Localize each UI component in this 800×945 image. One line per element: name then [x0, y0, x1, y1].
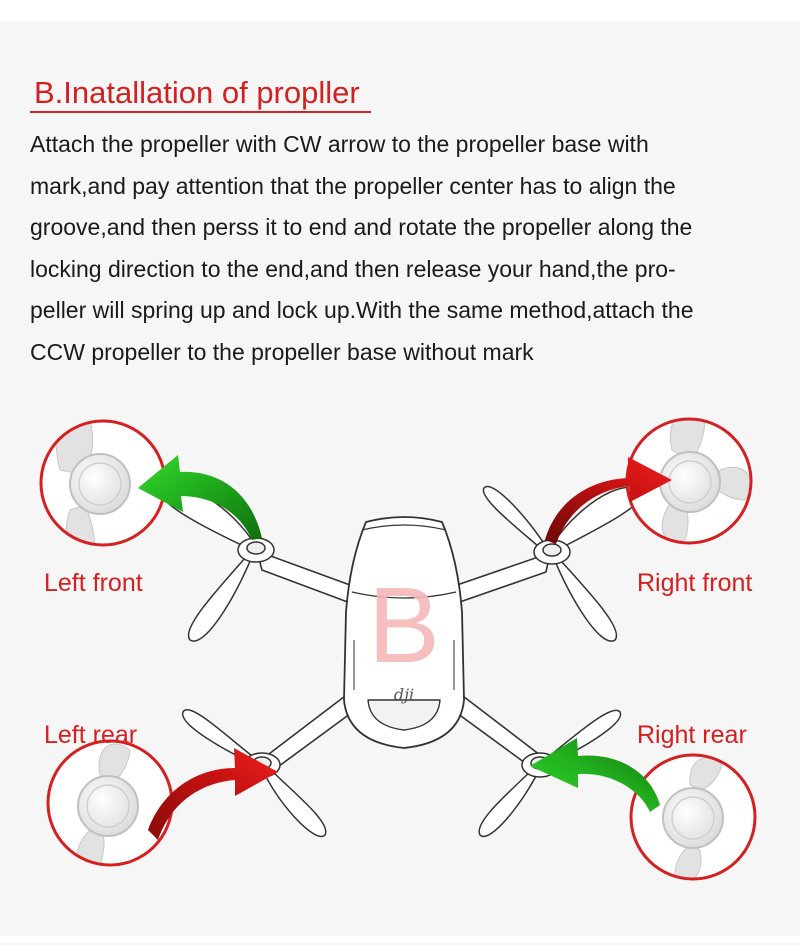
instruction-line: locking direction to the end,and then re… [30, 255, 676, 282]
instruction-line: CCW propeller to the propeller base with… [30, 338, 534, 365]
closeup-left-rear [46, 739, 174, 867]
instruction-line: groove,and then perss it to end and rota… [30, 214, 693, 241]
heading-underline [30, 111, 371, 113]
drone-arms [256, 550, 551, 770]
propeller-installation-diagram: B dji [0, 380, 800, 940]
label-right-rear: Right rear [637, 721, 747, 749]
section-heading: B.Inatallation of propller [34, 75, 360, 110]
instruction-line: mark,and pay attention that the propelle… [30, 172, 676, 199]
label-right-front: Right front [637, 569, 753, 597]
dji-logo-text: dji [394, 685, 414, 704]
drone-body [343, 516, 465, 749]
propeller-left-front [161, 486, 275, 642]
arrow-right-front-icon [545, 457, 672, 544]
closeup-right-front [625, 417, 753, 545]
label-left-front: Left front [44, 569, 143, 597]
arrow-left-front-icon [138, 455, 262, 540]
drone-illustration: B dji [39, 417, 757, 881]
top-band [0, 0, 800, 22]
closeup-left-front [39, 419, 167, 547]
instruction-line: Attach the propeller with CW arrow to th… [30, 131, 649, 157]
arrow-left-rear-icon [148, 748, 278, 840]
closeup-right-rear [629, 753, 757, 881]
instruction-line: peller will spring up and lock up.With t… [30, 297, 694, 324]
bottom-band [0, 936, 800, 943]
watermark-letter: B [368, 564, 440, 685]
arrow-right-rear-icon [530, 738, 660, 812]
label-left-rear: Left rear [44, 721, 138, 749]
instruction-text: Attach the propeller with CW arrow to th… [30, 124, 775, 374]
